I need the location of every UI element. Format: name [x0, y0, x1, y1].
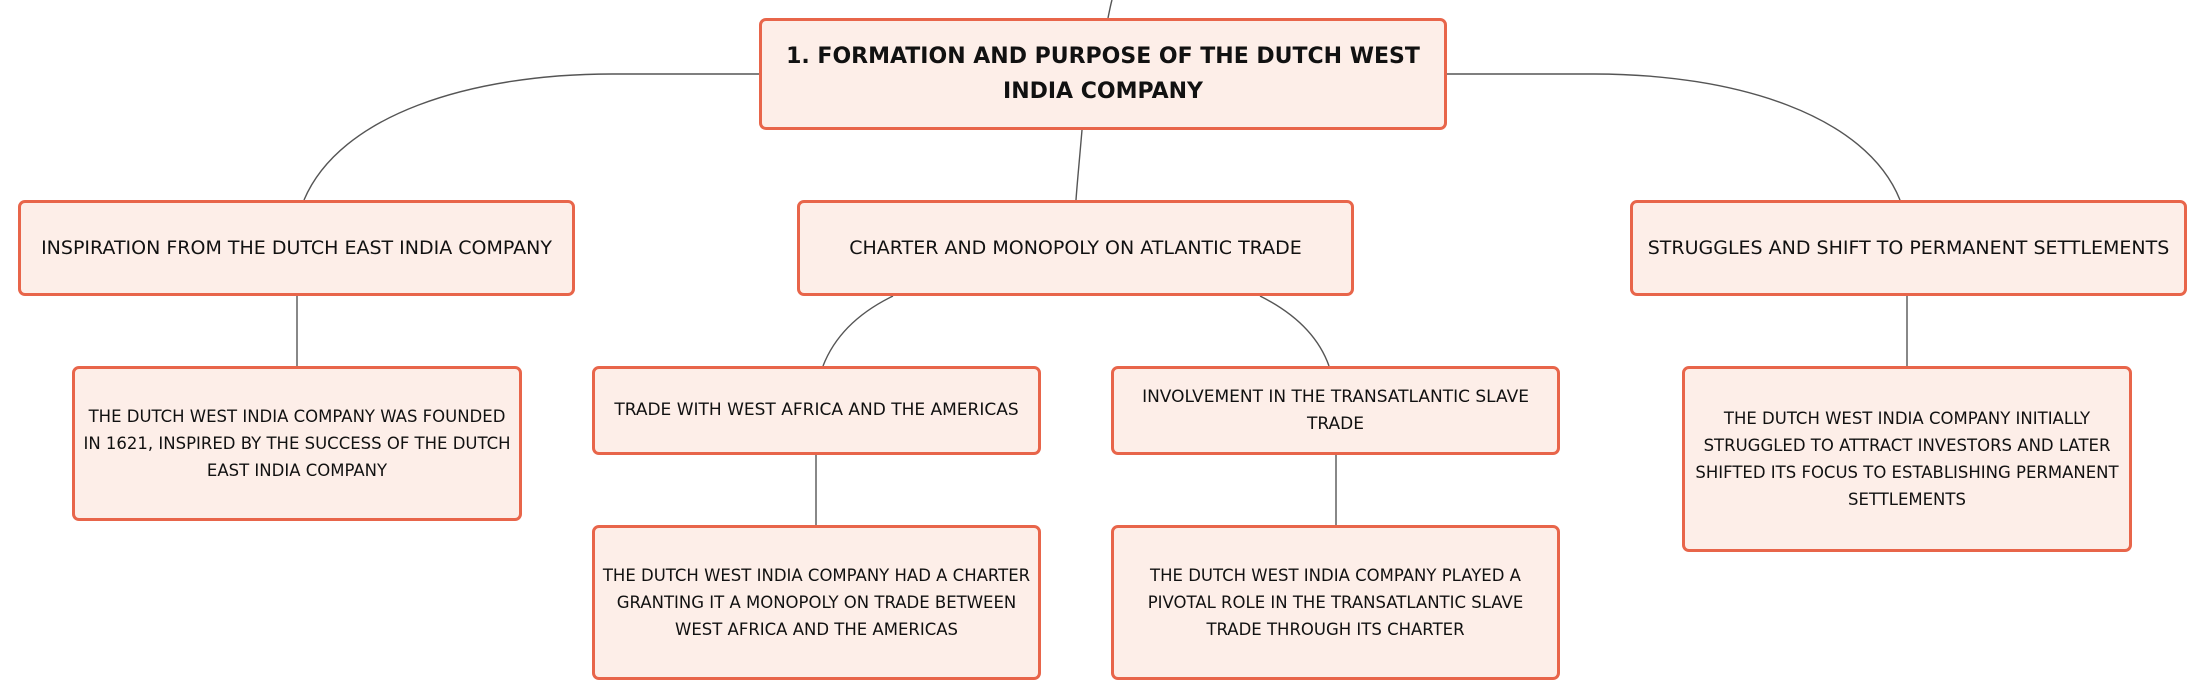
branch-3-label: STRUGGLES AND SHIFT TO PERMANENT SETTLEM…: [1647, 237, 2170, 259]
connector-to-parent: [1107, 0, 1113, 19]
connector-root-branch-2: [1075, 129, 1083, 201]
root-topic-label: 1. FORMATION AND PURPOSE OF THE DUTCH WE…: [786, 44, 1420, 104]
branch-1-detail-text: THE DUTCH WEST INDIA COMPANY WAS FOUNDED…: [83, 407, 511, 480]
branch-2-topic[interactable]: CHARTER AND MONOPOLY ON ATLANTIC TRADE: [797, 200, 1354, 296]
connector-branch-2-sub-1: [822, 295, 894, 367]
branch-2-sub-2-label: INVOLVEMENT IN THE TRANSATLANTIC SLAVE T…: [1142, 386, 1529, 434]
branch-3-topic[interactable]: STRUGGLES AND SHIFT TO PERMANENT SETTLEM…: [1630, 200, 2187, 296]
branch-2-label: CHARTER AND MONOPOLY ON ATLANTIC TRADE: [849, 237, 1302, 259]
branch-3-detail-text: THE DUTCH WEST INDIA COMPANY INITIALLY S…: [1695, 409, 2119, 509]
branch-3-detail[interactable]: THE DUTCH WEST INDIA COMPANY INITIALLY S…: [1682, 366, 2132, 552]
branch-2-sub-2-detail-text: THE DUTCH WEST INDIA COMPANY PLAYED A PI…: [1147, 566, 1524, 639]
root-topic[interactable]: 1. FORMATION AND PURPOSE OF THE DUTCH WE…: [759, 18, 1447, 130]
branch-1-topic[interactable]: INSPIRATION FROM THE DUTCH EAST INDIA CO…: [18, 200, 575, 296]
branch-2-sub-2-detail[interactable]: THE DUTCH WEST INDIA COMPANY PLAYED A PI…: [1111, 525, 1560, 680]
connector-root-branch-1: [303, 73, 759, 201]
branch-2-sub-2-topic[interactable]: INVOLVEMENT IN THE TRANSATLANTIC SLAVE T…: [1111, 366, 1560, 455]
branch-2-sub-1-detail-text: THE DUTCH WEST INDIA COMPANY HAD A CHART…: [602, 566, 1031, 639]
branch-2-sub-1-topic[interactable]: TRADE WITH WEST AFRICA AND THE AMERICAS: [592, 366, 1041, 455]
connector-root-branch-3: [1447, 73, 1901, 201]
branch-2-sub-1-label: TRADE WITH WEST AFRICA AND THE AMERICAS: [614, 400, 1019, 420]
branch-2-sub-1-detail[interactable]: THE DUTCH WEST INDIA COMPANY HAD A CHART…: [592, 525, 1041, 680]
connector-branch-2-sub-2: [1259, 295, 1330, 367]
branch-1-label: INSPIRATION FROM THE DUTCH EAST INDIA CO…: [41, 237, 552, 259]
branch-1-detail[interactable]: THE DUTCH WEST INDIA COMPANY WAS FOUNDED…: [72, 366, 522, 521]
